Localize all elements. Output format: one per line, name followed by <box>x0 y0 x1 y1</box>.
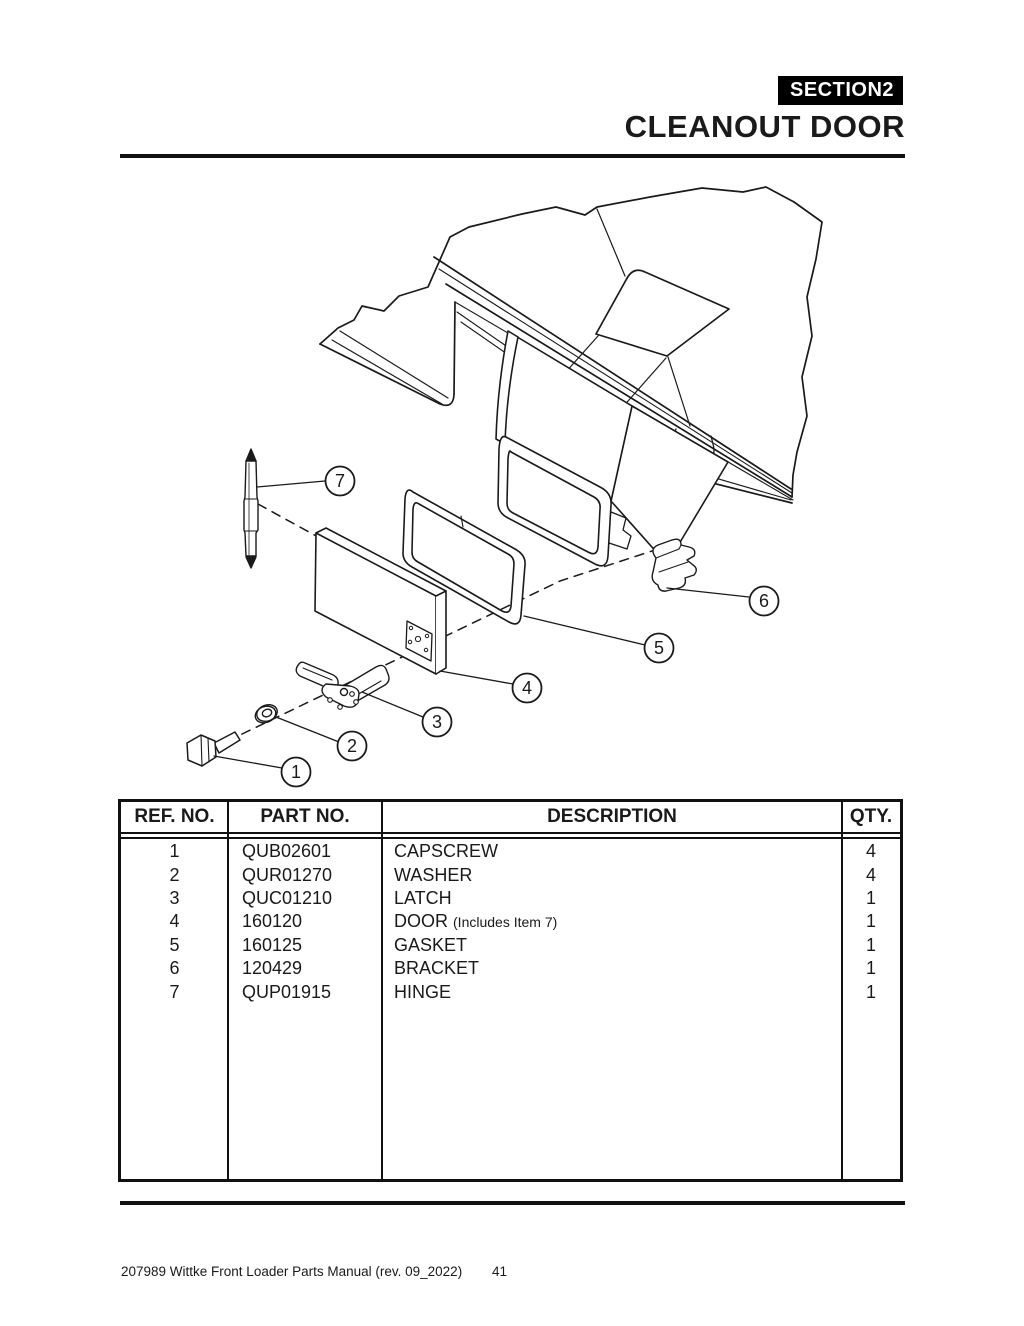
cell-qty: 4 <box>865 841 876 862</box>
callout-6: 6 <box>748 585 780 617</box>
callout-3: 3 <box>421 706 453 738</box>
cell-ref: 7 <box>169 981 180 1002</box>
table-row: 5 160125 GASKET 1 <box>121 934 900 957</box>
cell-qty: 1 <box>865 911 876 932</box>
section-badge-number: 2 <box>882 79 895 101</box>
callout-leader-lines <box>213 480 750 769</box>
description-text: LATCH <box>394 887 452 908</box>
cell-part: QUB02601 <box>242 841 332 862</box>
callout-7-label: 7 <box>335 471 345 491</box>
cell-ref: 2 <box>169 864 180 885</box>
cell-part: 160120 <box>242 911 303 932</box>
cell-part: QUC01210 <box>242 887 333 908</box>
cell-part: QUP01915 <box>242 981 332 1002</box>
table-row: 2 QUR01270 WASHER 4 <box>121 863 900 886</box>
description-text: GASKET <box>394 934 468 955</box>
callout-7: 7 <box>324 465 356 497</box>
cell-description: LATCH <box>382 888 842 909</box>
table-body: 1 QUB02601 CAPSCREW 4 2 QUR01270 WASHER … <box>121 840 900 1179</box>
cell-qty: 1 <box>865 934 876 955</box>
cell-ref: 4 <box>169 911 180 932</box>
cell-description: DOOR (Includes Item 7) <box>382 911 842 932</box>
part-door-drawing <box>314 527 447 675</box>
cell-description: HINGE <box>382 982 842 1003</box>
table-column-divider <box>227 802 229 1179</box>
callout-2-label: 2 <box>347 736 357 756</box>
footer-rule <box>120 1201 905 1205</box>
cell-qty: 1 <box>865 981 876 1002</box>
cell-part: 160125 <box>242 934 303 955</box>
part-hinge-pin-drawing <box>243 448 259 569</box>
table-header-separator <box>121 832 900 839</box>
col-header-qty: QTY. <box>849 806 893 827</box>
description-text: WASHER <box>394 864 473 885</box>
table-column-divider <box>841 802 843 1179</box>
callout-4-label: 4 <box>522 678 532 698</box>
callout-6-label: 6 <box>759 591 769 611</box>
header-rule <box>120 154 905 158</box>
section-badge-label: SECTION <box>790 79 883 101</box>
table-row: 7 QUP01915 HINGE 1 <box>121 980 900 1003</box>
cell-description: BRACKET <box>382 958 842 979</box>
cell-ref: 6 <box>169 958 180 979</box>
page-title: CLEANOUT DOOR <box>624 109 905 144</box>
cell-description: CAPSCREW <box>382 841 842 862</box>
part-washer-drawing <box>254 703 278 724</box>
col-header-part-no: PART NO. <box>260 806 350 827</box>
description-text: DOOR <box>394 911 448 932</box>
callout-5: 5 <box>643 632 675 664</box>
table-row: 3 QUC01210 LATCH 1 <box>121 887 900 910</box>
table-row: 6 120429 BRACKET 1 <box>121 957 900 980</box>
table-row: 4 160120 DOOR (Includes Item 7) 1 <box>121 910 900 933</box>
cell-description: GASKET <box>382 935 842 956</box>
footer-page-number: 41 <box>492 1264 508 1279</box>
part-capscrew-drawing <box>186 731 241 767</box>
parts-table: REF. NO. PART NO. DESCRIPTION QTY. 1 QUB… <box>118 799 903 1182</box>
cell-qty: 4 <box>865 864 876 885</box>
description-text: CAPSCREW <box>394 841 499 862</box>
cell-ref: 3 <box>169 887 180 908</box>
callout-4: 4 <box>511 672 543 704</box>
part-bracket-drawing <box>651 538 697 592</box>
callout-2: 2 <box>336 730 368 762</box>
cell-qty: 1 <box>865 958 876 979</box>
cell-ref: 1 <box>169 841 180 862</box>
description-note: (Includes Item 7) <box>453 914 558 931</box>
description-text: HINGE <box>394 981 452 1002</box>
table-column-divider <box>381 802 383 1179</box>
description-text: BRACKET <box>394 958 480 979</box>
callout-1-label: 1 <box>291 762 301 782</box>
callout-3-label: 3 <box>432 712 442 732</box>
col-header-ref-no: REF. NO. <box>134 806 215 827</box>
section-badge: SECTION 2 <box>778 76 903 105</box>
cell-part: 120429 <box>242 958 303 979</box>
footer-manual-title: 207989 Wittke Front Loader Parts Manual … <box>121 1264 463 1279</box>
table-header-row: REF. NO. PART NO. DESCRIPTION QTY. <box>121 802 900 832</box>
cell-part: QUR01270 <box>242 864 333 885</box>
callout-1: 1 <box>280 756 312 788</box>
cell-qty: 1 <box>865 887 876 908</box>
callout-5-label: 5 <box>654 638 664 658</box>
cell-ref: 5 <box>169 934 180 955</box>
part-latch-drawing <box>295 661 390 710</box>
col-header-description: DESCRIPTION <box>547 806 677 827</box>
part-gasket-drawing <box>402 489 526 625</box>
table-row: 1 QUB02601 CAPSCREW 4 <box>121 840 900 863</box>
part-chute-drawing <box>495 330 729 567</box>
cell-description: WASHER <box>382 865 842 886</box>
